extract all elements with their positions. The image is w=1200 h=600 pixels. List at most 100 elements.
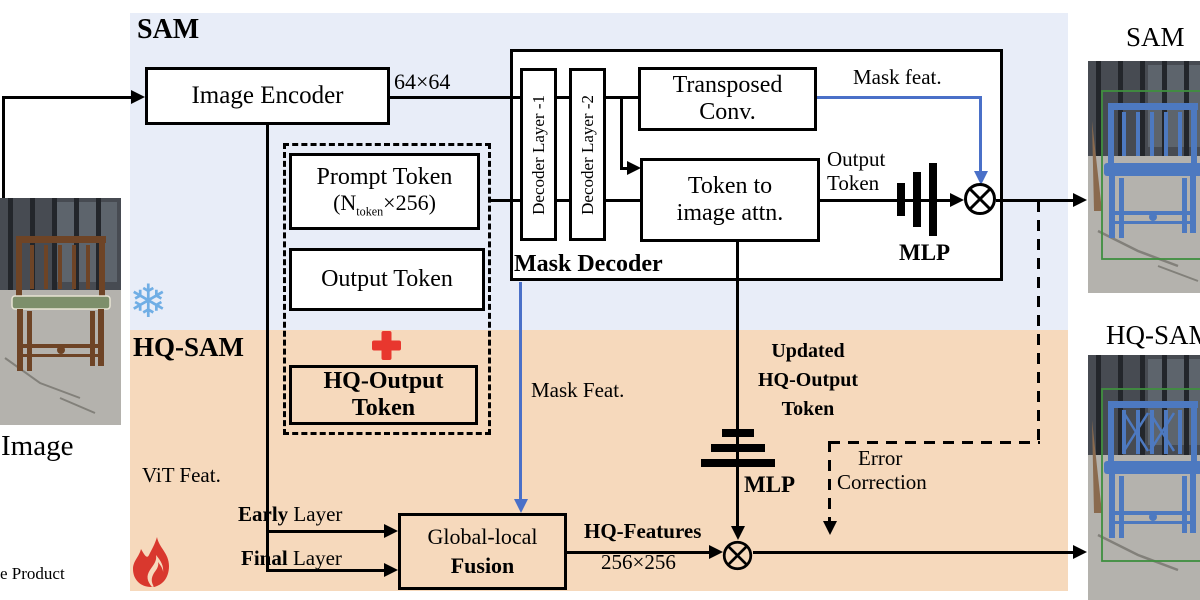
sam-result-label: SAM — [1126, 22, 1185, 52]
early-rest: Layer — [288, 502, 343, 526]
error-l1: Error — [858, 446, 903, 470]
output-token-l2: Token — [827, 170, 880, 195]
mlp-bar-3 — [929, 163, 937, 236]
mlp-hq-bar-1 — [722, 429, 754, 437]
arrowhead-error-correction — [822, 521, 837, 535]
bench-sam — [1104, 103, 1200, 238]
mlp-bar-2 — [913, 172, 921, 227]
prompt-token-label: Prompt Token — [316, 164, 453, 191]
updated-l1: Updated — [771, 340, 845, 362]
bbox-sam — [1101, 90, 1200, 260]
mask-decoder-label: Mask Decoder — [514, 251, 663, 277]
line-sam-output — [996, 199, 1075, 202]
final-bold: Final — [241, 546, 288, 570]
token-attn-l1: Token to — [687, 173, 773, 200]
hq-sam-panel — [130, 330, 1068, 591]
mlp-hq-label: MLP — [744, 472, 796, 497]
line-mask-feat-top — [817, 96, 982, 99]
arrowhead-updated-token — [730, 526, 745, 540]
output-token-arrow-label: Output Token — [827, 147, 886, 195]
updated-l3: Token — [781, 398, 835, 420]
fusion-l1: Global-local — [427, 523, 538, 549]
line-output-token — [820, 199, 960, 202]
plus-icon — [372, 331, 401, 360]
bench-input — [11, 236, 111, 371]
arrowhead-mask-feat-mid — [513, 499, 528, 513]
hq-output-token-box: HQ-Output Token — [289, 365, 478, 425]
output-token-box: Output Token — [289, 248, 485, 311]
line-attn-down — [736, 242, 739, 528]
mask-feat-top-label: Mask feat. — [853, 65, 942, 89]
arrowhead-early — [384, 524, 398, 538]
mlp-bar-1 — [897, 183, 905, 216]
image-encoder-label: Image Encoder — [191, 82, 344, 109]
mlp-hq-bar-3 — [701, 459, 775, 467]
snowflake-icon: ❄ — [129, 274, 168, 328]
dashed-error-v2 — [828, 441, 831, 523]
vit-feat-label: ViT Feat. — [142, 463, 221, 487]
error-correction-label: Error Correction — [837, 446, 927, 494]
prompt-token-box: Prompt Token (Ntoken×256) — [289, 153, 480, 230]
multiply-icon-sam — [964, 183, 996, 215]
error-l2: Correction — [837, 469, 927, 494]
token-group-dashed-box — [283, 143, 491, 435]
decoder-layer-1-box: Decoder Layer -1 — [520, 68, 557, 241]
hq-features-dim-label: 256×256 — [601, 550, 676, 574]
arrowhead-into-otimes-sam — [950, 193, 964, 207]
arrowhead-mask-feat — [973, 171, 988, 185]
mlp-hq-bar-2 — [711, 444, 765, 452]
final-rest: Layer — [287, 546, 342, 570]
dashed-error-v1 — [1037, 201, 1040, 442]
line-64x64 — [389, 96, 640, 99]
output-token-label: Output Token — [321, 266, 453, 293]
hq-sam-panel-title: HQ-SAM — [133, 332, 244, 362]
token-attn-l2: image attn. — [676, 200, 784, 226]
arrowhead-sam-output — [1073, 193, 1087, 207]
hq-result-label: HQ-SAM — [1106, 320, 1200, 350]
updated-l2: HQ-Output — [757, 369, 859, 391]
sam-result-image — [1088, 61, 1200, 293]
updated-hq-output-token-label: Updated HQ-Output Token — [735, 337, 881, 424]
arrowhead-into-attn — [627, 161, 641, 175]
line-final-layer — [266, 569, 386, 572]
line-vit-down — [266, 125, 269, 572]
transposed-conv-l2: Conv. — [699, 99, 756, 125]
line-hq-output — [753, 551, 1075, 554]
input-image — [0, 198, 121, 425]
hq-result-image — [1088, 355, 1200, 600]
final-layer-label: Final Layer — [241, 546, 342, 571]
decoder-layer-1-label: Decoder Layer -1 — [528, 94, 548, 215]
decoder-layer-2-label: Decoder Layer -2 — [577, 94, 597, 215]
output-token-l1: Output — [827, 147, 886, 171]
line-hq-features — [567, 551, 711, 554]
hq-features-label: HQ-Features — [584, 519, 702, 543]
image-encoder-box: Image Encoder — [145, 67, 390, 125]
line-decoder-branch-h — [620, 167, 630, 170]
input-image-caption: Image — [1, 430, 74, 462]
partial-left-text: e Product — [0, 564, 65, 583]
early-layer-label: Early Layer — [238, 502, 343, 527]
early-bold: Early — [238, 502, 289, 526]
sam-panel-title: SAM — [137, 14, 200, 45]
decoder-layer-2-box: Decoder Layer -2 — [569, 68, 606, 241]
line-image-encoder — [2, 96, 131, 99]
transposed-conv-l1: Transposed — [672, 72, 783, 99]
dashed-error-h — [829, 441, 1040, 444]
arrowhead-final — [384, 563, 398, 577]
bench-hq — [1104, 401, 1200, 538]
prompt-token-dim: (Ntoken×256) — [333, 189, 436, 219]
transposed-conv-box: Transposed Conv. — [638, 67, 817, 131]
fusion-l2: Fusion — [450, 552, 515, 578]
line-early-layer — [266, 530, 386, 533]
line-prompt-token — [490, 199, 641, 202]
mlp-sam-label: MLP — [899, 240, 951, 265]
line-mask-feat-mid — [519, 282, 522, 502]
line-mask-feat-down — [979, 96, 982, 174]
mask-feat-mid-label: Mask Feat. — [531, 378, 625, 402]
arrowhead-into-encoder — [131, 90, 145, 104]
arrowhead-into-otimes-hq — [709, 545, 723, 559]
feat-64x64-label: 64×64 — [394, 69, 451, 94]
bbox-hq — [1101, 388, 1200, 562]
hq-output-token-l2: Token — [351, 395, 416, 421]
